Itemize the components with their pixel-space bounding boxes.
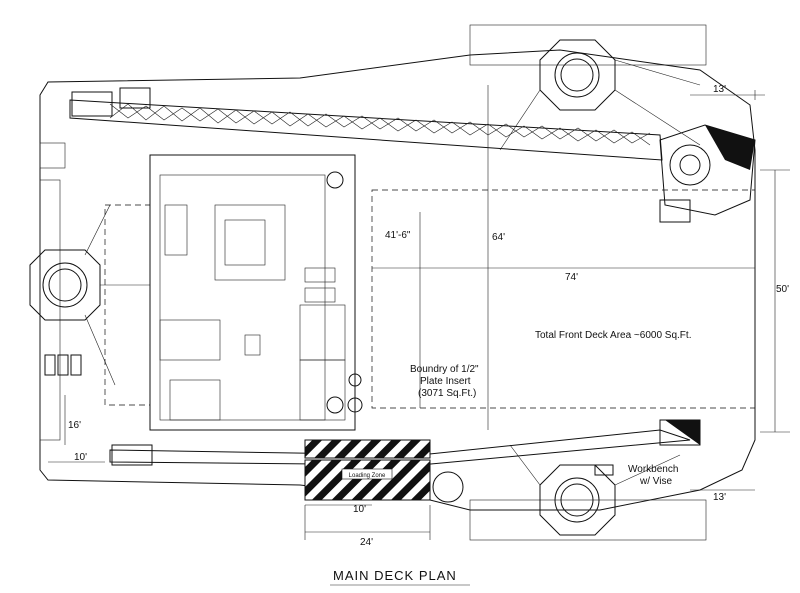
dim-41-6: 41'-6" [385, 230, 411, 241]
hull-outline [39, 49, 756, 511]
loading-zone-label: Loading Zone [349, 473, 386, 479]
dim-50: 50' [776, 284, 789, 295]
workbench-note-1: Workbench [628, 464, 678, 475]
left-equipment-area [104, 204, 151, 406]
port-side-bay [39, 179, 61, 441]
dim-10-left: 10' [74, 452, 87, 463]
left-fitting [39, 142, 66, 169]
workbench [594, 464, 614, 476]
loading-zone: Loading Zone [304, 439, 464, 503]
dim-10-bottom: 10' [353, 504, 366, 515]
workbench-note-2: w/ Vise [639, 476, 672, 487]
plate-insert-boundary [371, 189, 756, 409]
top-spud-leg [499, 39, 701, 151]
bottom-spud-leg [509, 444, 681, 536]
deck-area-note: Total Front Deck Area ~6000 Sq.Ft. [535, 330, 691, 341]
upper-crane-boom [69, 87, 663, 161]
dim-16: 16' [68, 420, 81, 431]
top-pontoon [469, 24, 707, 66]
drawing-title: MAIN DECK PLAN [333, 568, 457, 583]
boundary-note-1: Boundry of 1/2" [410, 364, 479, 375]
dim-24: 24' [360, 537, 373, 548]
barrels [44, 354, 82, 376]
bottom-pontoon [469, 499, 707, 541]
dimension-lines [48, 85, 790, 540]
left-spud-leg [29, 204, 150, 386]
dim-64: 64' [492, 232, 505, 243]
boundary-note-3: (3071 Sq.Ft.) [418, 388, 476, 399]
deckhouse [149, 154, 363, 431]
upper-crane-cab [659, 124, 756, 223]
dim-13-top: 13' [713, 84, 726, 95]
dim-74: 74' [565, 272, 578, 283]
dim-13-bottom: 13' [713, 492, 726, 503]
boundary-note-2: Plate Insert [420, 376, 471, 387]
